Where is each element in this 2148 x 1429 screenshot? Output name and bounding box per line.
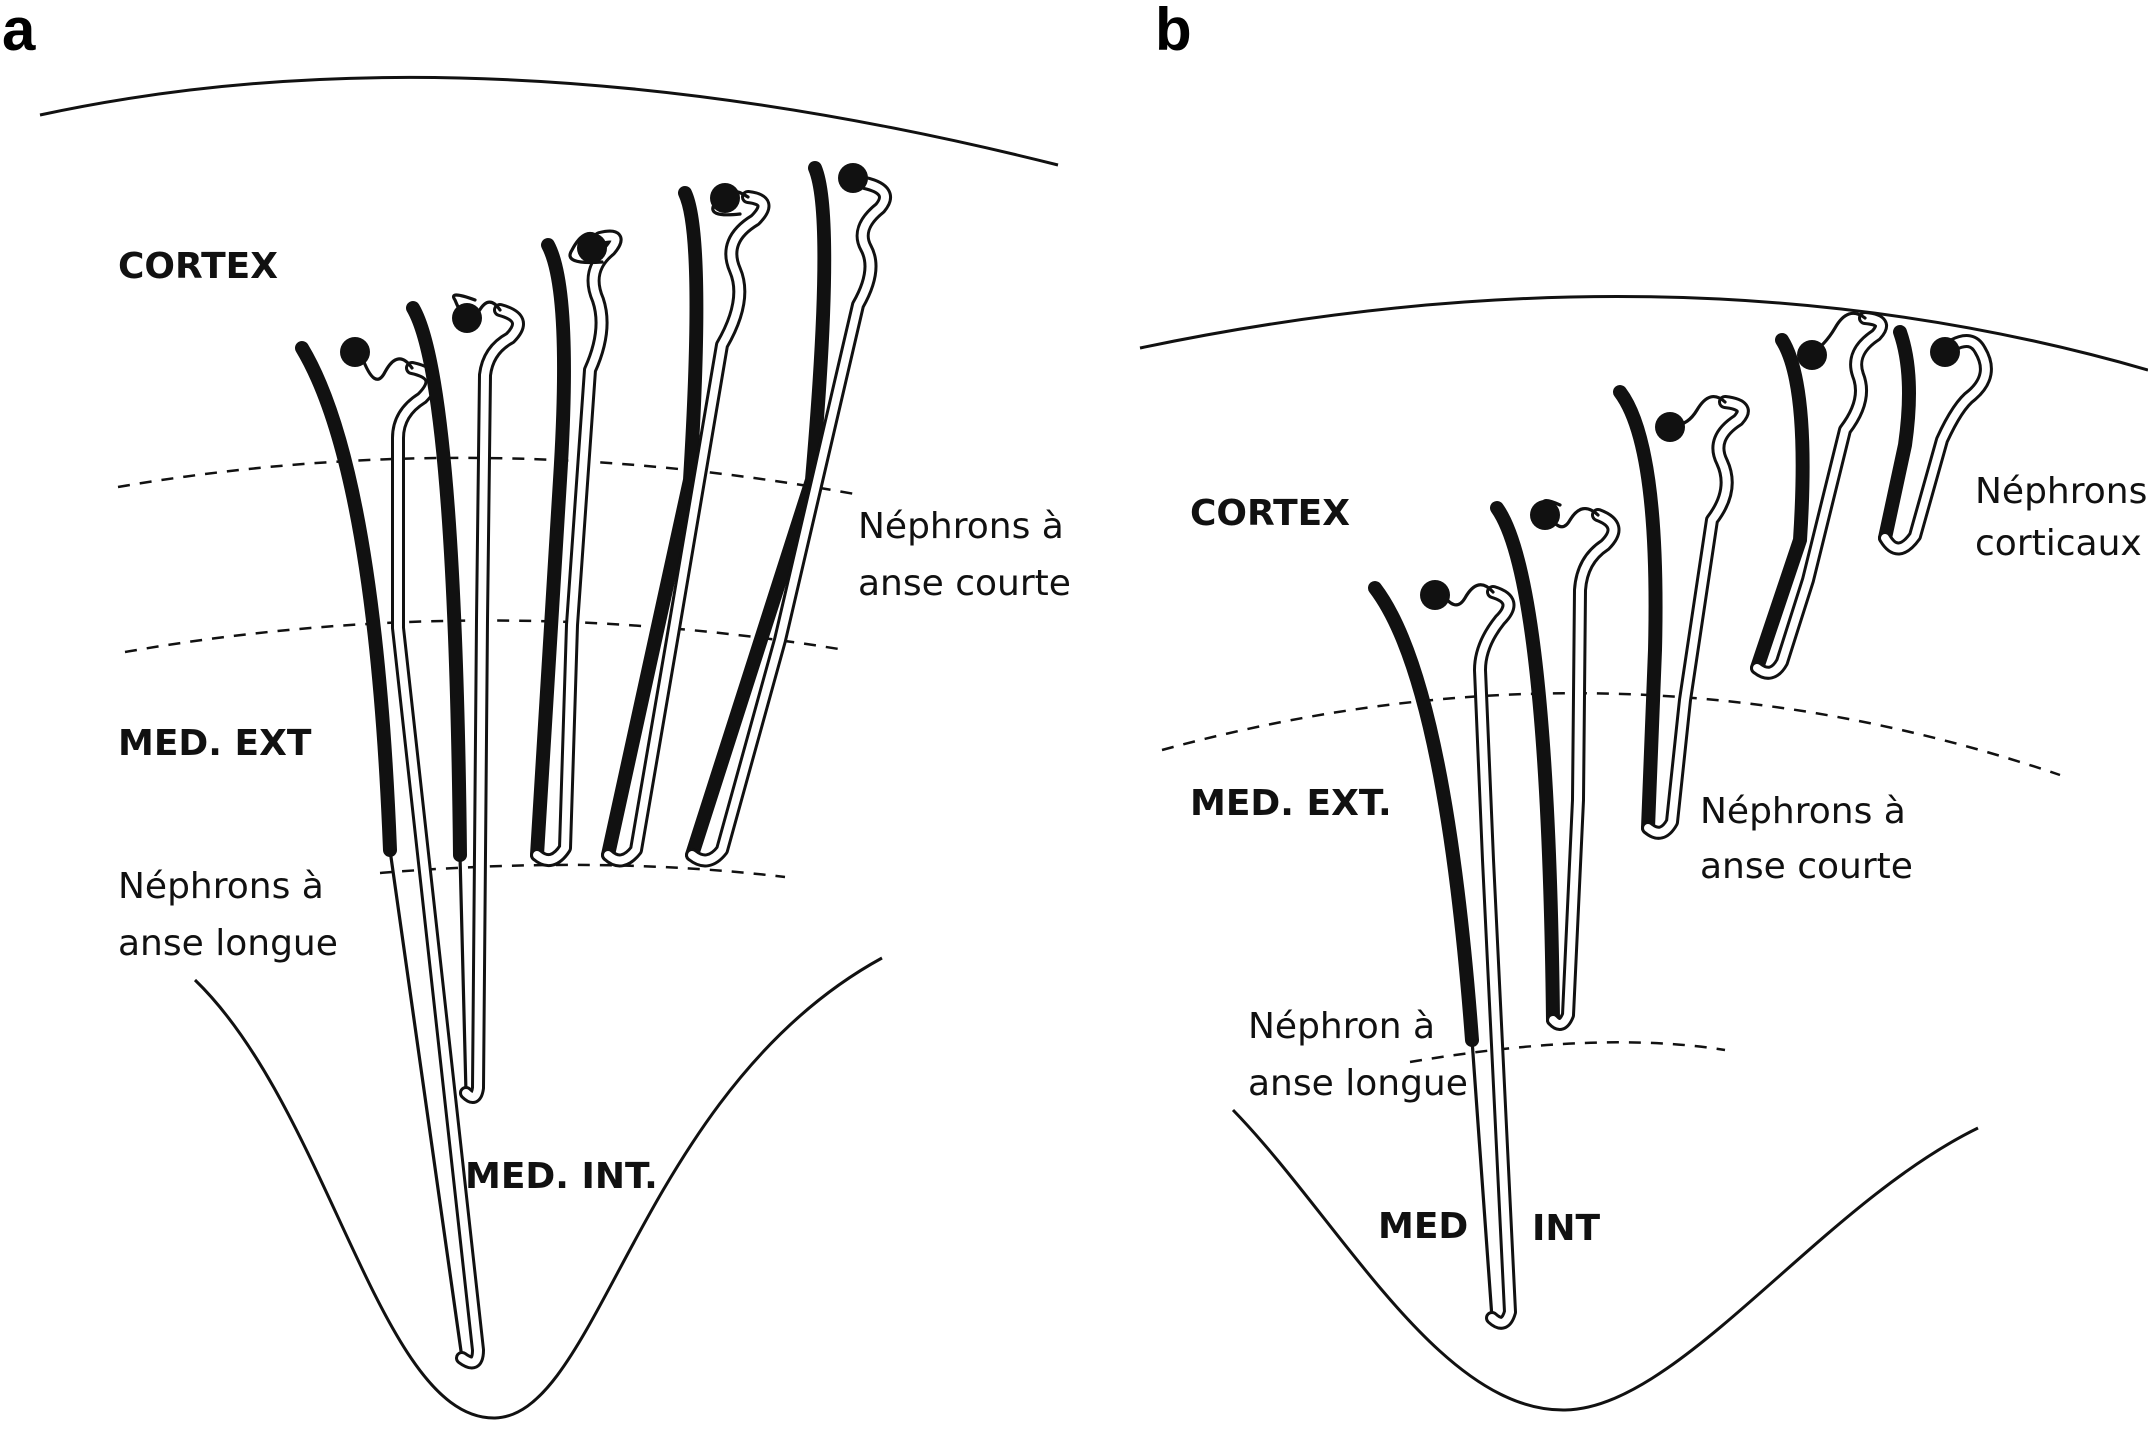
panel-a-long-loop-label-line1: Néphrons à: [118, 866, 324, 907]
panel-a-cortex-label: CORTEX: [118, 246, 278, 287]
panel-b-short-loop-label-line2: anse courte: [1700, 846, 1913, 887]
panel-a-papilla-outline: [193, 956, 883, 1420]
panel-b-letter: b: [1155, 0, 1192, 63]
panel-a-letter: a: [2, 0, 36, 63]
panel-a-nephron-short-loop-1: [530, 229, 623, 868]
panel-a-short-loop-label-line2: anse courte: [858, 563, 1071, 604]
panel-a: a CORTEX MED. EXT MED. INT. Néphrons à a…: [2, 0, 1071, 1420]
panel-a-inner-medulla-label: MED. INT.: [465, 1156, 658, 1197]
panel-b-cortex-label: CORTEX: [1190, 493, 1350, 534]
panel-b-nephron-long-loop-short: [1490, 499, 1621, 1031]
panel-a-short-loop-label-line1: Néphrons à: [858, 506, 1064, 547]
panel-b-outer-medulla-boundary: [1409, 1041, 1726, 1064]
panel-b-papilla-outline: [1231, 1108, 1979, 1412]
panel-b-long-loop-label-line2: anse longue: [1248, 1063, 1468, 1104]
panel-a-long-loop-label-line2: anse longue: [118, 923, 338, 964]
panel-b: b CORTEX MED. EXT. MED INT Néphrons cort…: [1139, 0, 2148, 1412]
panel-b-cortical-label-line2: corticaux: [1975, 523, 2142, 564]
panel-a-nephron-long-loop-2: [406, 293, 525, 1104]
panel-b-inner-medulla-int-label: INT: [1532, 1208, 1601, 1249]
panel-a-outer-medulla-label: MED. EXT: [118, 723, 312, 764]
panel-b-nephron-short-loop-1: [1613, 385, 1750, 840]
panel-b-capsule-line: [1139, 295, 2148, 372]
panel-b-nephron-long-loop: [1368, 580, 1517, 1330]
panel-b-cortical-label-line1: Néphrons: [1975, 471, 2147, 512]
panel-b-outer-medulla-label: MED. EXT.: [1190, 783, 1392, 824]
panel-b-nephron-cortical: [1878, 325, 1993, 556]
panel-b-short-loop-label-line1: Néphrons à: [1700, 791, 1906, 832]
panel-a-capsule-line: [39, 75, 1059, 167]
panel-a-nephron-short-loop-3: [685, 161, 892, 868]
panel-b-nephron-short-loop-2: [1750, 311, 1888, 680]
panel-a-outer-medulla-boundary: [379, 863, 786, 879]
panel-b-long-loop-label-line1: Néphron à: [1248, 1006, 1435, 1047]
panel-a-nephron-short-loop-2: [601, 183, 771, 868]
panel-b-cortex-boundary: [1161, 691, 2061, 777]
panel-b-inner-medulla-med-label: MED: [1378, 1206, 1468, 1247]
